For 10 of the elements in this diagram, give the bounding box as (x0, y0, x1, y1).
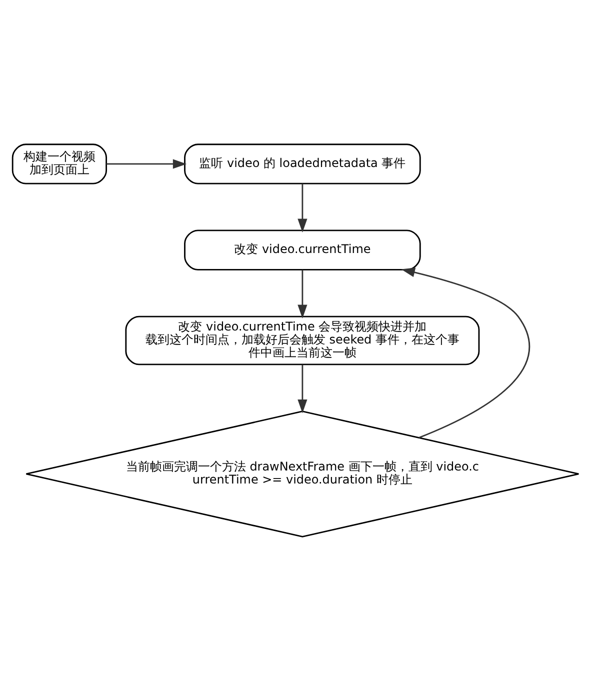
node-box: 监听 video 的 loadedmetadata 事件 (184, 143, 421, 184)
node-box: 改变 video.currentTime (184, 229, 421, 270)
arrow (401, 267, 530, 438)
node-diamond: 当前帧画完调一个方法 drawNextFrame 画下一帧，直到 video.currentTime >= video.duration 时停止 (26, 410, 580, 537)
arrow (298, 364, 308, 413)
arrow (298, 269, 308, 318)
arrow (298, 183, 308, 232)
node-box: 改变 video.currentTime 会导致视频快进并加载到这个时间点，加载好后会触发 seeked 事件，在这个事件中画上当前这一帧 (125, 315, 480, 365)
arrow (106, 158, 187, 168)
node-box: 构建一个视频加到页面上 (12, 143, 108, 184)
